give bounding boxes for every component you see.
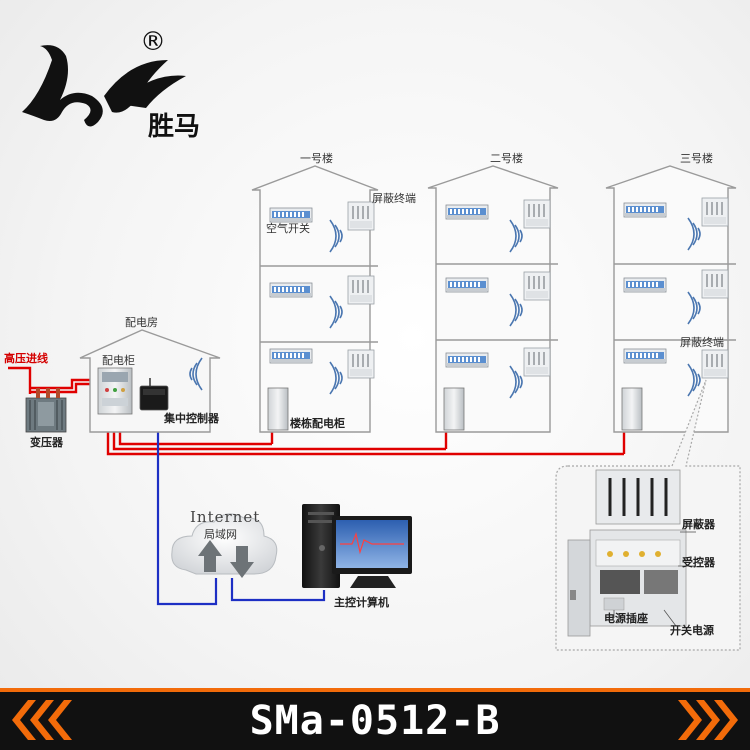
building-2-name: 二号楼 — [490, 151, 523, 165]
shield-terminal — [347, 275, 375, 305]
chevron-right-icon — [678, 700, 738, 740]
building-3: 三号楼 — [605, 151, 737, 433]
air-switch — [445, 277, 489, 293]
logo: ® 胜马 — [22, 27, 200, 142]
detail-callout — [555, 379, 741, 651]
download-arrow-icon — [230, 546, 254, 578]
building-2: 二号楼 — [427, 151, 559, 433]
building-cabinet — [443, 387, 465, 431]
model-number: SMa-0512-B — [249, 698, 501, 744]
power-socket-label: 电源插座 — [604, 611, 648, 625]
air-switch — [269, 282, 313, 298]
central-controller-label: 集中控制器 — [163, 411, 220, 425]
shield-terminal — [523, 199, 551, 229]
main-computer-label: 主控计算机 — [334, 595, 389, 609]
receiver-label: 受控器 — [682, 555, 716, 569]
internet-label: Internet — [190, 508, 260, 526]
lan-label: 局域网 — [204, 528, 237, 541]
air-switch — [623, 277, 667, 293]
internet-cloud — [171, 513, 278, 578]
brand-name: 胜马 — [148, 112, 200, 142]
air-switch — [269, 348, 313, 364]
registered-mark: ® — [140, 27, 166, 57]
shield-terminal — [523, 347, 551, 377]
building-cabinet — [621, 387, 643, 431]
shield-terminal — [701, 349, 729, 379]
air-switch — [445, 352, 489, 368]
distribution-room-label: 配电房 — [125, 316, 158, 329]
shield-terminal — [701, 197, 729, 227]
building-cabinet-label: 楼栋配电柜 — [290, 416, 345, 430]
building-3-name: 三号楼 — [680, 151, 713, 165]
shield-terminal — [523, 271, 551, 301]
transformer — [25, 388, 67, 433]
transformer-label: 变压器 — [30, 435, 64, 449]
chevron-left-icon — [12, 700, 72, 740]
building-1: 一号楼 — [251, 151, 379, 433]
network-wiring — [156, 420, 326, 606]
switch-power-label: 开关电源 — [670, 623, 714, 637]
main-computer — [302, 504, 412, 588]
air-switch — [445, 204, 489, 220]
shield-terminal-label-3: 屏蔽终端 — [680, 335, 724, 349]
building-1-name: 一号楼 — [300, 151, 333, 165]
accent-stripe — [0, 688, 750, 692]
central-controller — [139, 378, 169, 411]
distribution-room: 配电房 配电柜 集中控制器 — [79, 316, 221, 433]
shield-terminal — [347, 349, 375, 379]
shield-terminal-label-1: 屏蔽终端 — [372, 191, 416, 205]
air-switch — [623, 348, 667, 364]
high-voltage-label: 高压进线 — [4, 351, 48, 365]
upload-arrow-icon — [198, 540, 222, 572]
shield-terminal — [347, 201, 375, 231]
building-cabinet — [267, 387, 289, 431]
air-switch-label: 空气开关 — [266, 221, 310, 235]
air-switch — [269, 207, 313, 223]
shield-terminal — [701, 269, 729, 299]
shielder-label: 屏蔽器 — [682, 517, 716, 531]
model-banner: SMa-0512-B — [0, 688, 750, 750]
horse-logo-icon — [22, 45, 186, 127]
distribution-cabinet — [97, 367, 133, 415]
distribution-cabinet-label: 配电柜 — [102, 354, 135, 367]
air-switch — [623, 202, 667, 218]
